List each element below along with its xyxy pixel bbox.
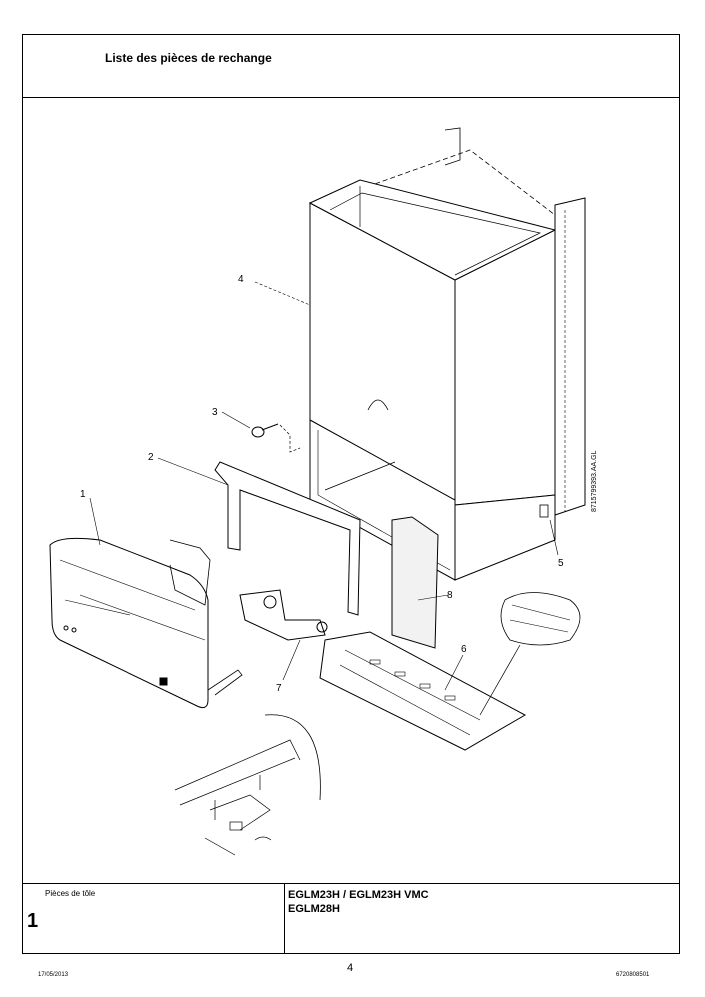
page-frame [22, 34, 680, 954]
callout-4: 4 [238, 274, 244, 285]
callout-1: 1 [80, 489, 86, 500]
front-frame [214, 461, 361, 616]
model-line-2: EGLM28H [288, 903, 340, 915]
document-code: 6720808501 [616, 972, 650, 978]
section-number: 1 [27, 910, 39, 932]
screw-part [251, 423, 301, 453]
front-cover [49, 537, 209, 709]
model-line-1: EGLM23H / EGLM23H VMC [288, 889, 429, 901]
page-title: Liste des pièces de rechange [105, 51, 272, 65]
footer-date: 17/05/2013 [38, 972, 69, 978]
footer-divider [22, 883, 680, 884]
callout-2: 2 [148, 452, 154, 463]
mounting-bracket [239, 589, 328, 641]
footer-column-divider [284, 883, 285, 954]
side-rail [554, 197, 586, 516]
callout-5: 5 [558, 558, 564, 569]
page-number: 4 [347, 962, 354, 974]
side-drawing-code: 8715799393.AA.GL [591, 450, 598, 512]
callout-8: 8 [447, 590, 453, 601]
insulation-pad [391, 516, 439, 649]
callout-7: 7 [276, 683, 282, 694]
header-divider [22, 97, 680, 98]
base-plate [319, 631, 527, 751]
section-label: Pièces de tôle [45, 889, 96, 898]
callout-3: 3 [212, 407, 218, 418]
callout-6: 6 [461, 644, 467, 655]
